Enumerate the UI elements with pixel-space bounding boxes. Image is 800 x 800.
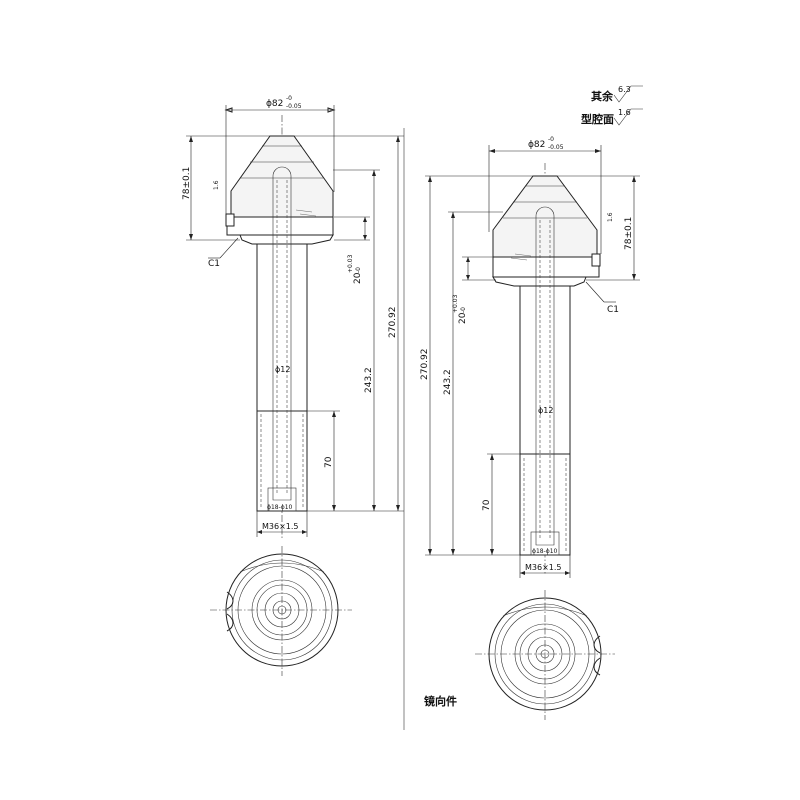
right-dim-20: 20 [458, 312, 468, 324]
left-tiny-finish: 1.6 [213, 180, 220, 190]
mirror-part-label: 镜向件 [424, 694, 457, 708]
left-chamfer: C1 [208, 259, 220, 269]
right-dim-phi82: ϕ82 [528, 140, 545, 150]
right-head-cone [492, 175, 598, 258]
right-dim-phi82-tol-low: -0.05 [548, 144, 564, 151]
left-dim-2432: 243.2 [364, 367, 374, 393]
left-bore [272, 166, 292, 501]
left-thread: M36×1.5 [262, 522, 299, 531]
right-tiny-finish: 1.6 [607, 212, 614, 222]
right-end-view [475, 590, 615, 720]
right-chamfer: C1 [607, 305, 619, 315]
left-dim-20-tol-up: +0.03 [347, 254, 354, 273]
left-dim-phi82-tol-up: -0 [286, 95, 292, 102]
finish-rest-symbol [613, 85, 643, 103]
left-thread-detail: ϕ18-ϕ10 [267, 504, 293, 511]
right-dim-20-tol-up: +0.03 [452, 294, 459, 313]
left-dim-27092: 270.92 [388, 307, 398, 339]
left-shaft [256, 243, 308, 412]
right-part: ϕ82 -0 -0.05 78±0.1 1.6 C1 20 +0.03 -0 2… [420, 136, 640, 720]
left-dim-20: 20 [353, 272, 363, 284]
right-bore [535, 206, 555, 546]
left-head-cone [230, 135, 334, 218]
left-end-view [210, 546, 352, 676]
left-flange [226, 216, 334, 236]
right-dim-20-tol-low: -0 [460, 307, 467, 313]
left-dim-phi82-tol-low: -0.05 [286, 103, 302, 110]
left-part: ϕ82 -0 -0.05 78±0.1 1.6 C1 20 +0.03 -0 2… [182, 95, 404, 676]
right-flange [492, 256, 600, 278]
left-thread-end [256, 410, 308, 512]
surface-finish-block: 其余 6.3 型腔面 1.6 [581, 85, 643, 126]
left-dim-phi82: ϕ82 [266, 99, 283, 109]
right-shaft [519, 285, 571, 455]
finish-cavity-label: 型腔面 [581, 112, 614, 126]
right-dim-78: 78±0.1 [624, 217, 634, 250]
finish-cavity-value: 1.6 [618, 108, 631, 117]
right-shoulder [492, 276, 587, 287]
finish-rest-label: 其余 [591, 89, 614, 103]
right-dim-phi12: ϕ12 [538, 406, 553, 415]
left-dim-78: 78±0.1 [182, 167, 192, 200]
right-thread-end [519, 453, 571, 556]
right-dim-2432: 243.2 [443, 369, 453, 395]
right-dim-27092: 270.92 [420, 349, 430, 381]
finish-cavity-symbol [613, 108, 643, 126]
right-dim-phi82-tol-up: -0 [548, 136, 554, 143]
right-thread-detail: ϕ18-ϕ10 [532, 548, 558, 555]
right-thread: M36×1.5 [525, 563, 562, 572]
left-dim-phi12: ϕ12 [275, 365, 290, 374]
finish-rest-value: 6.3 [618, 85, 631, 94]
left-shoulder [239, 234, 334, 245]
right-dim-70: 70 [482, 499, 492, 511]
left-dim-20-tol-low: -0 [355, 267, 362, 273]
left-dim-70: 70 [324, 456, 334, 468]
